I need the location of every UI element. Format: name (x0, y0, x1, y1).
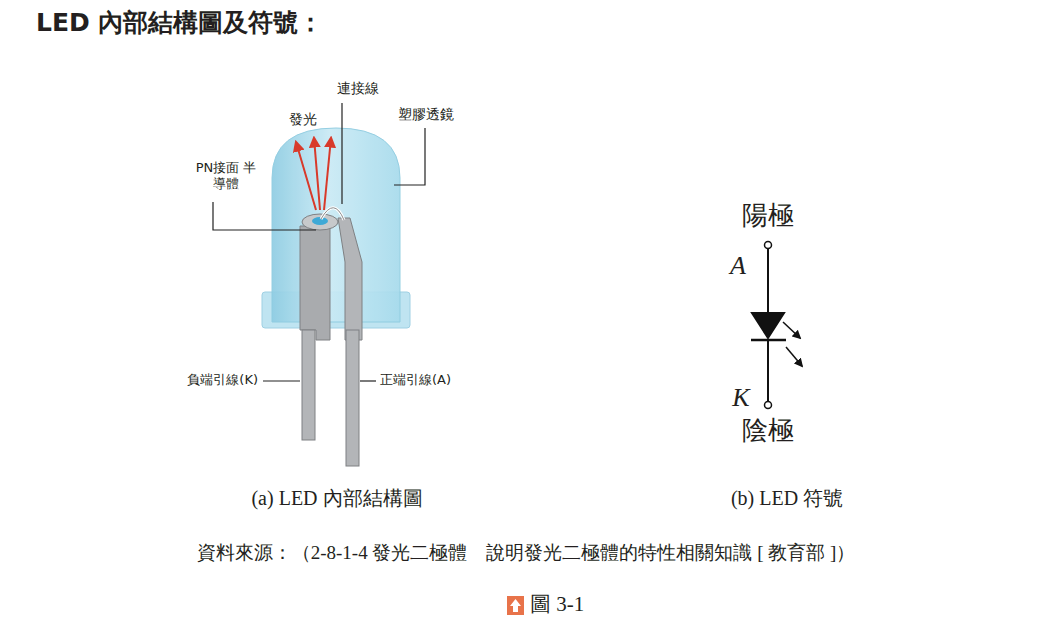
leader-lines (213, 103, 425, 381)
terminal-name: 陽極 (742, 200, 794, 231)
source-note: 資料來源：（2-8-1-4 發光二極體 說明發光二極體的特性相關知識 [ 教育部… (197, 542, 856, 565)
part-label: 正端引線(A) (380, 372, 451, 388)
part-label: 發光 (289, 111, 317, 128)
part-label: PN接面 半導體 (194, 160, 258, 191)
part-label: 連接線 (337, 80, 379, 97)
sub-caption: (a) LED 內部結構圖 (251, 486, 422, 510)
part-label: 負端引線(K) (187, 372, 258, 388)
terminal-name: 陰極 (742, 415, 794, 446)
led-body (262, 128, 410, 466)
light-arrows (296, 138, 331, 210)
part-label: 塑膠透鏡 (398, 106, 454, 123)
page-title: LED 內部結構圖及符號： (36, 8, 323, 38)
led-symbol (751, 242, 802, 409)
figure-caption: 圖 3-1 (530, 592, 584, 617)
sub-caption: (b) LED 符號 (731, 486, 843, 510)
pin-name: A (730, 250, 746, 281)
pin-name: K (732, 382, 749, 413)
figure-icon (507, 596, 524, 615)
